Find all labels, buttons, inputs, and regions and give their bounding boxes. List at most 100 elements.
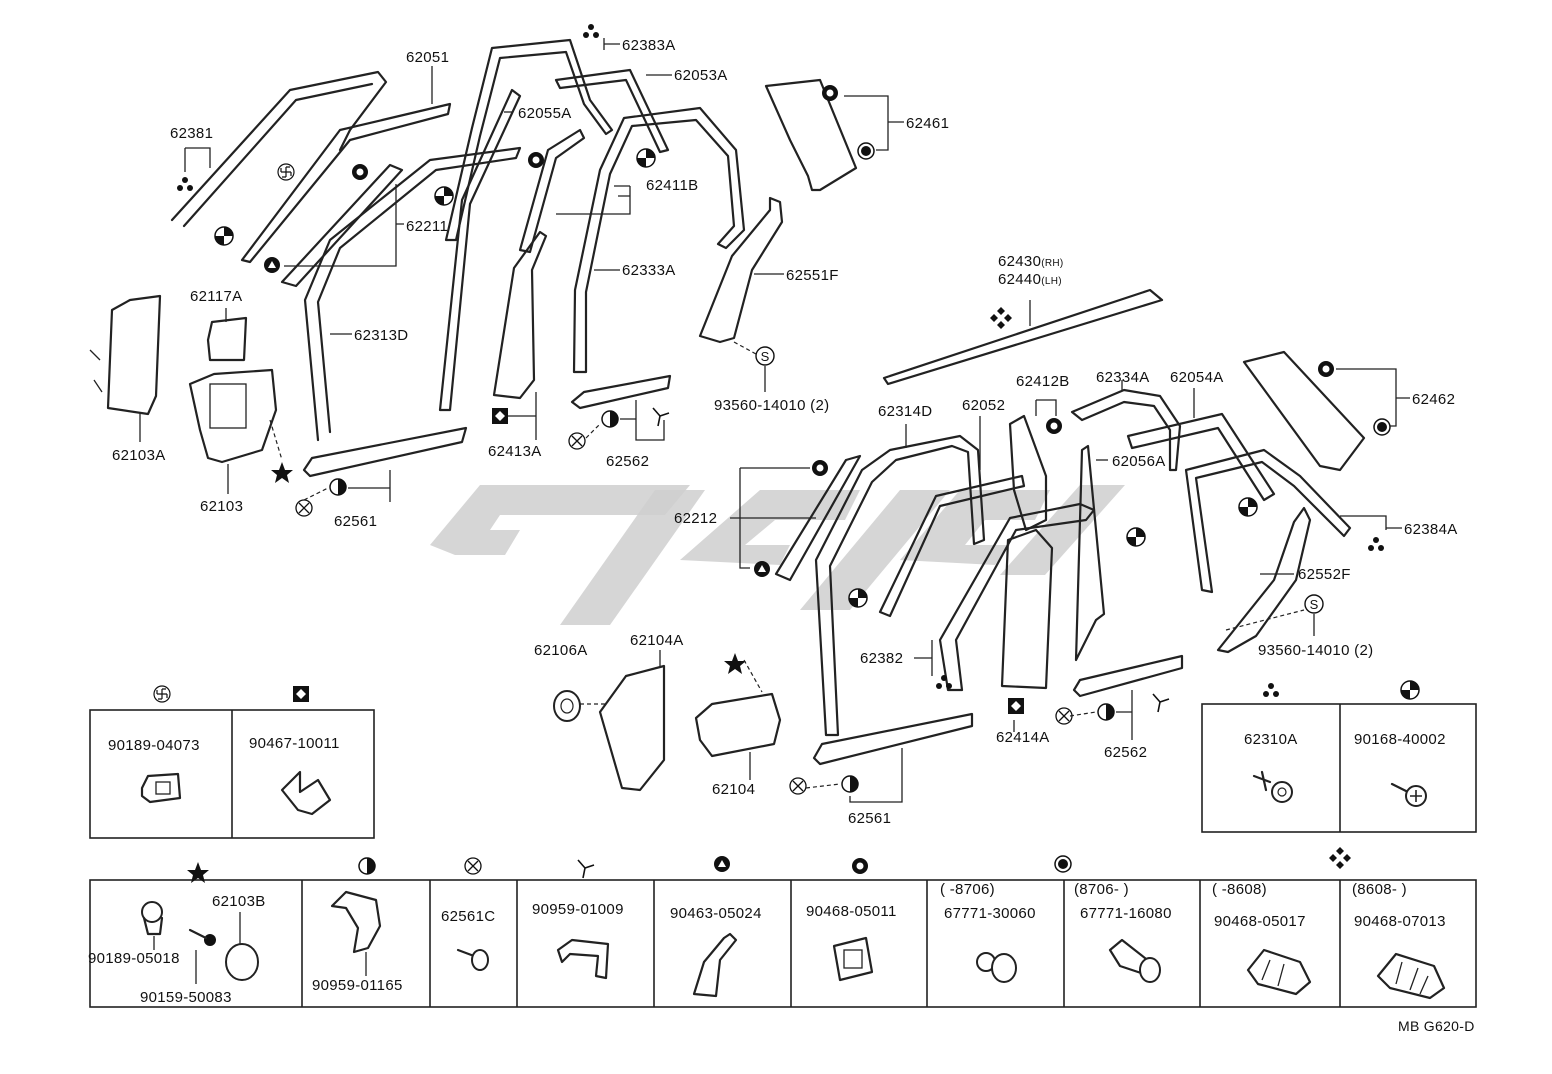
clip-drawing — [1108, 938, 1161, 983]
fastener-part-no: 90468-05017 — [1214, 913, 1306, 930]
part-62384A-weatherstrip — [1184, 448, 1352, 594]
label-62052: 62052 — [962, 397, 1005, 414]
part-62103-trim — [188, 368, 278, 464]
fastener-box-right: 62310A 90168-40002 — [1201, 680, 1477, 833]
clip-drawing — [140, 772, 182, 804]
part-labels: 62051 62383A 62053A 62055A 62381 62461 6… — [112, 37, 1457, 827]
label-62053A: 62053A — [674, 67, 728, 84]
four-diamonds-icon — [1329, 847, 1351, 869]
watermark-logo — [430, 485, 1125, 625]
fastener-part-no: 90959-01009 — [532, 901, 624, 918]
fastener-part-no: 67771-30060 — [944, 905, 1036, 922]
half-circle-icon — [358, 857, 376, 875]
label-62383A: 62383A — [622, 37, 676, 54]
quartered-circle-icon — [1400, 680, 1420, 700]
label-62382: 62382 — [860, 650, 903, 667]
diagram-symbols — [177, 24, 1391, 795]
part-62334A-weatherstrip — [1070, 388, 1182, 472]
part-62104-trim — [694, 692, 782, 758]
part-62381-weatherstrip — [170, 70, 388, 228]
label-62414A: 62414A — [996, 729, 1050, 746]
part-62383A-roof-rail — [444, 38, 614, 242]
fastener-table: 62103B 90189-05018 90159-50083 90959-011… — [88, 847, 1477, 1008]
label-62211: 62211 — [406, 218, 448, 235]
three-dots-icon — [1263, 683, 1279, 697]
fastener-part-no: 90159-50083 — [140, 989, 232, 1006]
part-62313D-weatherstrip — [303, 146, 522, 442]
label-62314D: 62314D — [878, 403, 932, 420]
fastener-part-no: 62561C — [441, 908, 495, 925]
swastika-icon — [153, 685, 171, 703]
label-62411B: 62411B — [646, 177, 698, 194]
part-62430-roof-rail — [882, 288, 1164, 386]
part-62551F-garnish — [698, 196, 784, 344]
part-62382-weatherstrip — [938, 502, 1096, 692]
fastener-part-no: 90468-07013 — [1354, 913, 1446, 930]
label-62562-left: 62562 — [606, 453, 649, 470]
fastener-part-no: 90467-10011 — [249, 735, 340, 752]
label-62313D: 62313D — [354, 327, 408, 344]
label-62103A: 62103A — [112, 447, 166, 464]
part-62462-pillar-upper — [1242, 350, 1366, 472]
label-62552F: 62552F — [1298, 566, 1351, 583]
part-62053A-rail — [554, 68, 670, 154]
label-62334A: 62334A — [1096, 369, 1150, 386]
target-circle-icon — [1054, 855, 1072, 873]
label-62054A: 62054A — [1170, 369, 1224, 386]
diagram-code: MB G620-D — [1398, 1018, 1475, 1034]
part-62212-molding — [774, 454, 862, 582]
part-62211-molding — [280, 163, 404, 288]
label-62461: 62461 — [906, 115, 949, 132]
part-62117A-cover — [206, 316, 248, 362]
part-62055A-channel — [438, 88, 522, 412]
part-62103A-trim — [89, 294, 162, 416]
range-label: ( -8608) — [1212, 881, 1267, 898]
part-62411B-pillar-garnish — [518, 128, 586, 254]
nut-drawing — [832, 936, 874, 982]
clip-drawing — [1246, 948, 1312, 996]
part-62461-pillar-upper — [764, 78, 858, 192]
fastener-part-no: 90959-01165 — [312, 977, 403, 994]
label-62106A: 62106A — [534, 642, 588, 659]
bolt-drawing — [1252, 770, 1293, 803]
fastener-part-no: 67771-16080 — [1080, 905, 1172, 922]
x-circle-icon — [464, 857, 482, 875]
label-62333A: 62333A — [622, 262, 676, 279]
label-62104: 62104 — [712, 781, 755, 798]
range-label: ( -8706) — [940, 881, 995, 898]
part-62562-scuff-plate-right — [1072, 654, 1184, 698]
fastener-part-no: 62310A — [1244, 731, 1298, 748]
label-62056A: 62056A — [1112, 453, 1166, 470]
propeller-icon — [577, 859, 595, 879]
clip-drawing — [556, 938, 610, 980]
part-62561-scuff-plate-right — [812, 712, 974, 766]
part-62051-channel — [240, 102, 452, 264]
part-62104A-trim — [598, 664, 666, 792]
part-62413A-pillar — [492, 230, 548, 400]
clip-drawing — [1376, 952, 1446, 1000]
label-62051: 62051 — [406, 49, 449, 66]
fastener-part-no: 90168-40002 — [1354, 731, 1446, 748]
label-62561-left: 62561 — [334, 513, 377, 530]
square-diamond-icon — [293, 686, 309, 702]
fastener-part-no: 90189-04073 — [108, 737, 200, 754]
label-62055A: 62055A — [518, 105, 572, 122]
label-93560-a: 93560-14010 (2) — [714, 397, 829, 414]
label-62103: 62103 — [200, 498, 243, 515]
bracket-drawing — [280, 770, 332, 816]
range-label: (8608- ) — [1352, 881, 1407, 898]
label-62562-right: 62562 — [1104, 744, 1147, 761]
label-62117A: 62117A — [190, 288, 242, 305]
part-62314D-weatherstrip — [814, 434, 986, 737]
fastener-part-no: 90463-05024 — [670, 905, 762, 922]
label-62412B: 62412B — [1016, 373, 1070, 390]
part-62414A-pillar — [1000, 528, 1054, 690]
part-62056A-channel — [1074, 444, 1106, 662]
label-62430: 62430(RH) — [998, 253, 1064, 270]
leader-lines — [139, 38, 1410, 803]
gear-circle-icon — [852, 858, 868, 874]
label-62551F: 62551F — [786, 267, 839, 284]
bracket-drawing — [330, 890, 382, 976]
label-62462: 62462 — [1412, 391, 1455, 408]
